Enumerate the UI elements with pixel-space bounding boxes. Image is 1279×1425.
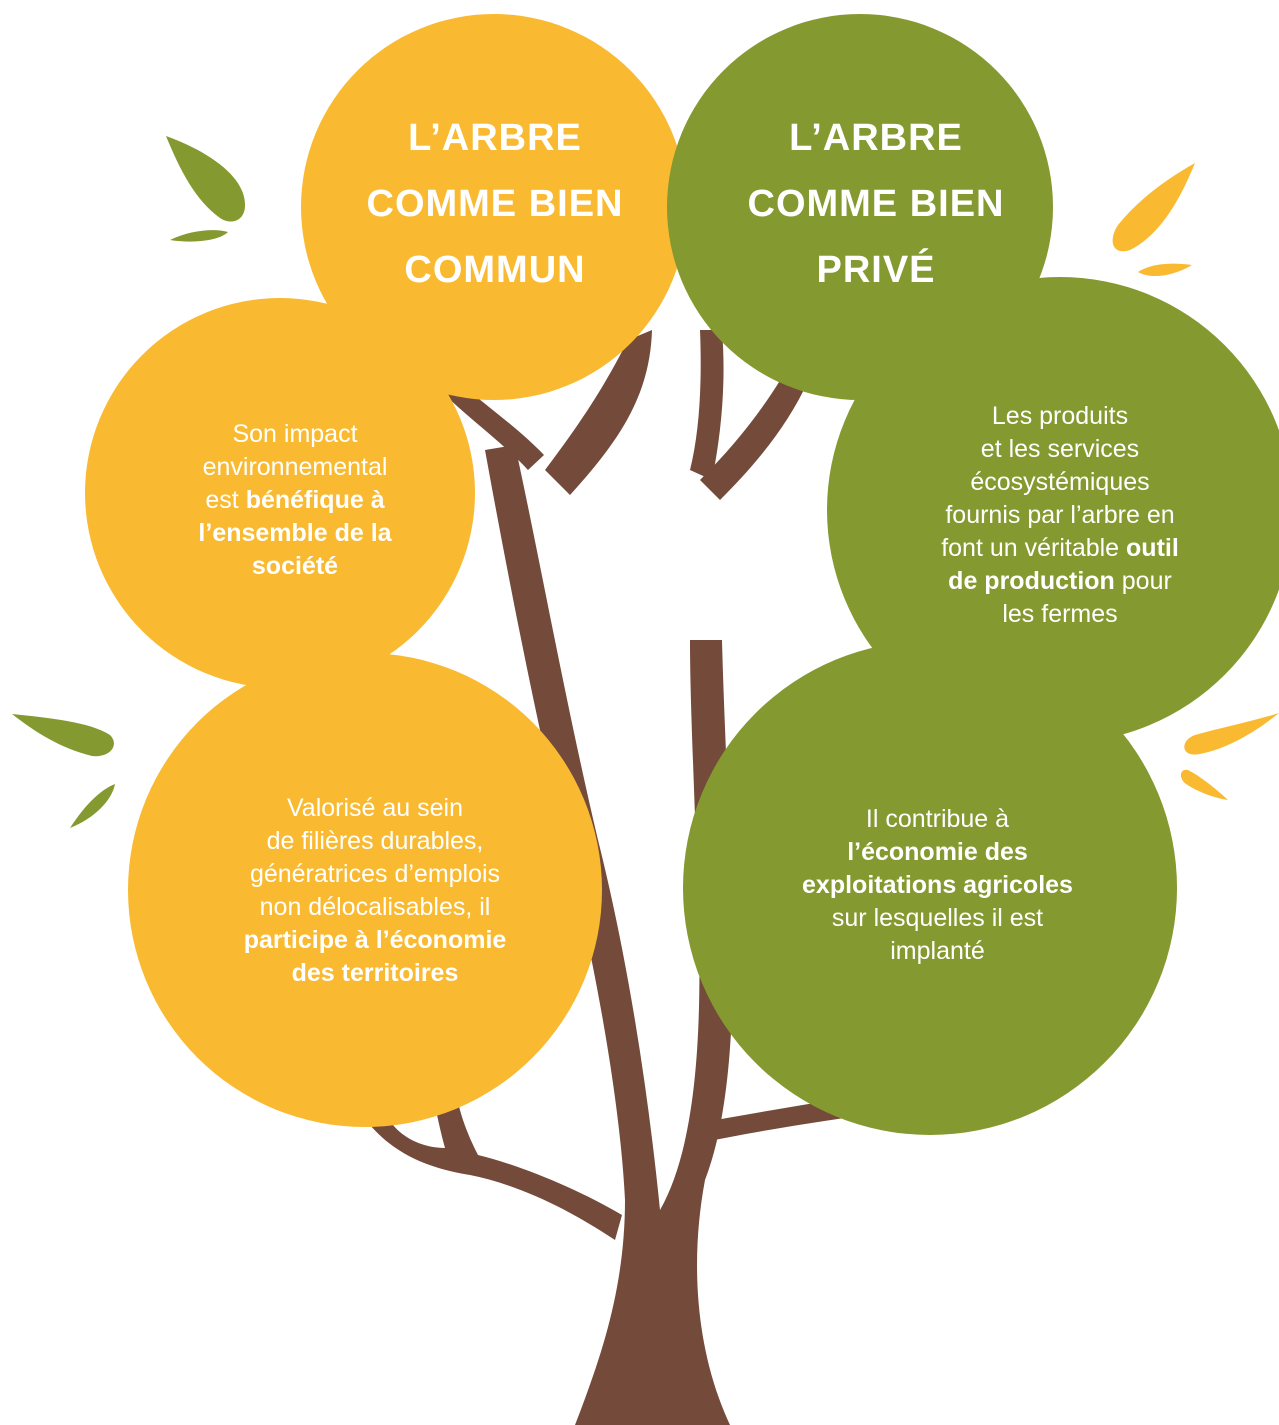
prive-economie-line-4: sur lesquelles il est <box>831 903 1044 932</box>
prive-production-line-7: les fermes <box>1002 599 1118 628</box>
commun-economie-line-4: non délocalisables, il <box>259 893 491 921</box>
branch-upper-center <box>545 330 652 495</box>
prive-production-line-2: et les services <box>980 434 1140 463</box>
leaf-icon <box>1138 263 1192 277</box>
commun-impact-line-4: l’ensemble de la <box>198 518 392 547</box>
branch-lower-left <box>370 1090 622 1240</box>
commun-impact-line-3-plain: est <box>205 485 246 514</box>
title-commun-line-2: COMME BIEN <box>366 183 624 225</box>
prive-production-line-5: font un véritable outil <box>941 532 1179 565</box>
bubbles <box>85 14 1279 1135</box>
title-prive-line-3: PRIVÉ <box>816 249 936 291</box>
prive-economie-line-3: exploitations agricoles <box>802 870 1073 899</box>
prive-production-line-1: Les produits <box>991 401 1129 430</box>
prive-production-line-6-bold: de production <box>948 566 1115 595</box>
text-prive-economie: Il contribue à l’économie des exploitati… <box>760 785 1115 985</box>
trunk-body <box>485 445 733 1425</box>
bubble-prive-production <box>827 277 1279 743</box>
prive-production-line-5-plain: font un véritable <box>941 533 1127 562</box>
prive-production-line-4: fournis par l’arbre en <box>945 500 1175 529</box>
bubble-commun-impact <box>85 298 475 688</box>
leaves <box>12 136 1279 828</box>
prive-economie-line-5: implanté <box>890 936 985 965</box>
title-prive-line-2: COMME BIEN <box>747 183 1005 225</box>
commun-economie-line-3: génératrices d’emplois <box>249 860 501 888</box>
leaf-icon <box>70 784 115 828</box>
text-commun-economie: Valorisé au sein de filières durables, g… <box>200 776 550 1006</box>
branch-upper-right-b <box>700 360 812 500</box>
prive-production-line-6-plain: pour <box>1114 566 1172 595</box>
leaf-icon <box>12 714 114 757</box>
prive-production-line-6: de production pour <box>948 565 1172 598</box>
commun-economie-line-6: des territoires <box>291 959 459 987</box>
leaf-icon <box>170 230 228 242</box>
text-commun-impact: Son impact environnemental est bénéfique… <box>180 400 410 600</box>
branch-upper-right-a <box>690 330 724 480</box>
prive-production-line-3: écosystémiques <box>970 467 1150 496</box>
title-prive: L’ARBRE COMME BIEN PRIVÉ <box>711 104 1041 304</box>
leaf-icon <box>1184 713 1279 755</box>
bubble-prive-economie <box>683 641 1177 1135</box>
bubble-commun-economie <box>128 653 602 1127</box>
commun-impact-line-3: est bénéfique à <box>205 484 384 517</box>
commun-economie-line-2: de filières durables, <box>266 827 484 855</box>
bubble-title-commun <box>301 14 687 400</box>
prive-economie-line-2: l’économie des <box>847 837 1028 866</box>
commun-impact-line-1: Son impact <box>232 419 358 448</box>
commun-impact-line-5: société <box>251 551 339 580</box>
title-commun: L’ARBRE COMME BIEN COMMUN <box>330 104 660 304</box>
title-commun-line-1: L’ARBRE <box>408 117 582 159</box>
bubble-title-prive <box>667 14 1053 400</box>
commun-economie-line-5: participe à l’économie <box>243 926 507 954</box>
commun-impact-line-3-bold: bénéfique à <box>245 485 385 514</box>
leaf-icon <box>166 136 245 222</box>
branch-upper-left <box>440 382 544 470</box>
leaf-icon <box>1180 769 1228 800</box>
prive-production-line-5-bold: outil <box>1126 533 1179 562</box>
title-commun-line-3: COMMUN <box>404 249 586 291</box>
title-prive-line-1: L’ARBRE <box>789 117 963 159</box>
commun-economie-line-1: Valorisé au sein <box>286 794 464 822</box>
leaf-icon <box>1112 163 1195 252</box>
prive-economie-line-1: Il contribue à <box>865 804 1010 833</box>
commun-impact-line-2: environnemental <box>202 452 388 481</box>
text-prive-production: Les produits et les services écosystémiq… <box>900 375 1220 655</box>
